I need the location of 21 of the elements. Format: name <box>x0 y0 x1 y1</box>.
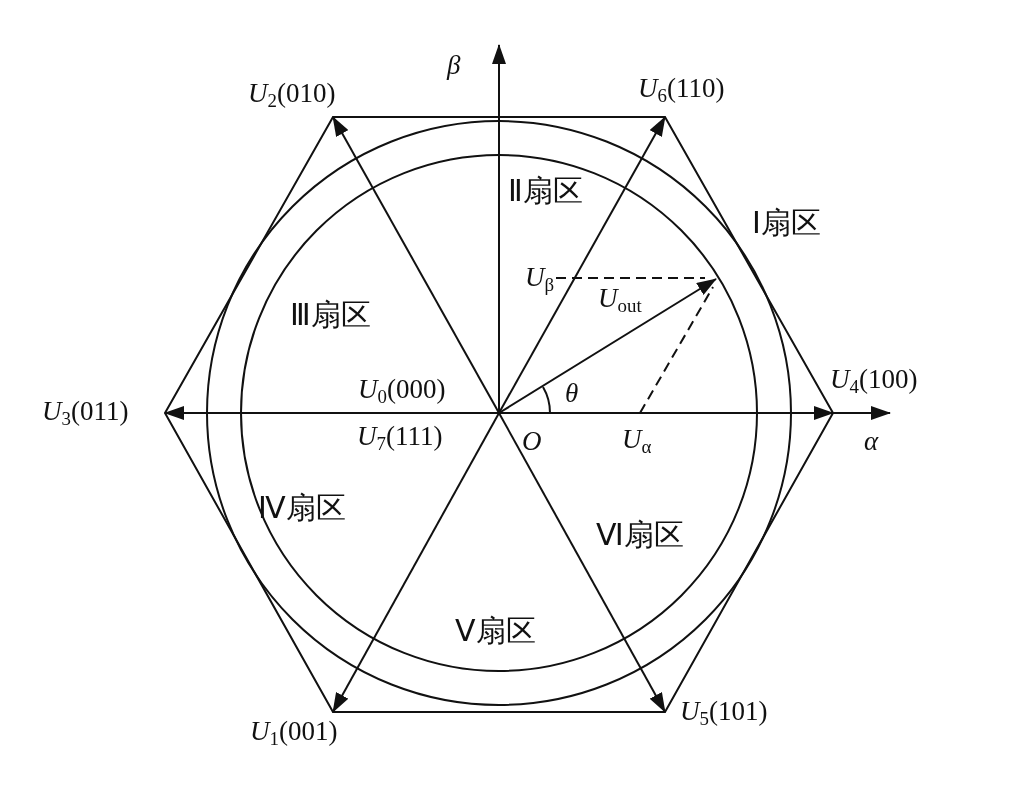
sector-label: Ⅲ扇区 <box>290 300 371 330</box>
sector-label: Ⅵ扇区 <box>596 520 684 550</box>
vector-label: U$_{2}$(010) <box>248 80 336 111</box>
vector-label: U$_{3}$(011) <box>42 398 129 429</box>
vector-label: U$_{0}$(000) <box>358 376 446 407</box>
vector-label: U$_{4}$(100) <box>830 366 918 397</box>
sector-label: Ⅴ扇区 <box>455 616 536 646</box>
vector-label: U$_{6}$(110) <box>638 75 725 106</box>
vector-label: U$_{out}$ <box>598 285 642 316</box>
vector-label: O <box>522 428 542 455</box>
vector-label: U$_{β}$ <box>525 264 555 295</box>
vector-label: U$_{1}$(001) <box>250 718 338 749</box>
vector-label: U$_{α}$ <box>622 426 652 457</box>
vector-label: U$_{7}$(111) <box>357 423 443 454</box>
sector-label: Ⅱ扇区 <box>508 176 583 206</box>
vector-label: θ <box>565 380 579 407</box>
vector-label: α <box>864 428 879 455</box>
vector-label: β <box>447 52 461 79</box>
vector-label: U$_{5}$(101) <box>680 698 768 729</box>
sector-label: Ⅳ扇区 <box>258 493 346 523</box>
sector-label: Ⅰ扇区 <box>752 208 821 238</box>
